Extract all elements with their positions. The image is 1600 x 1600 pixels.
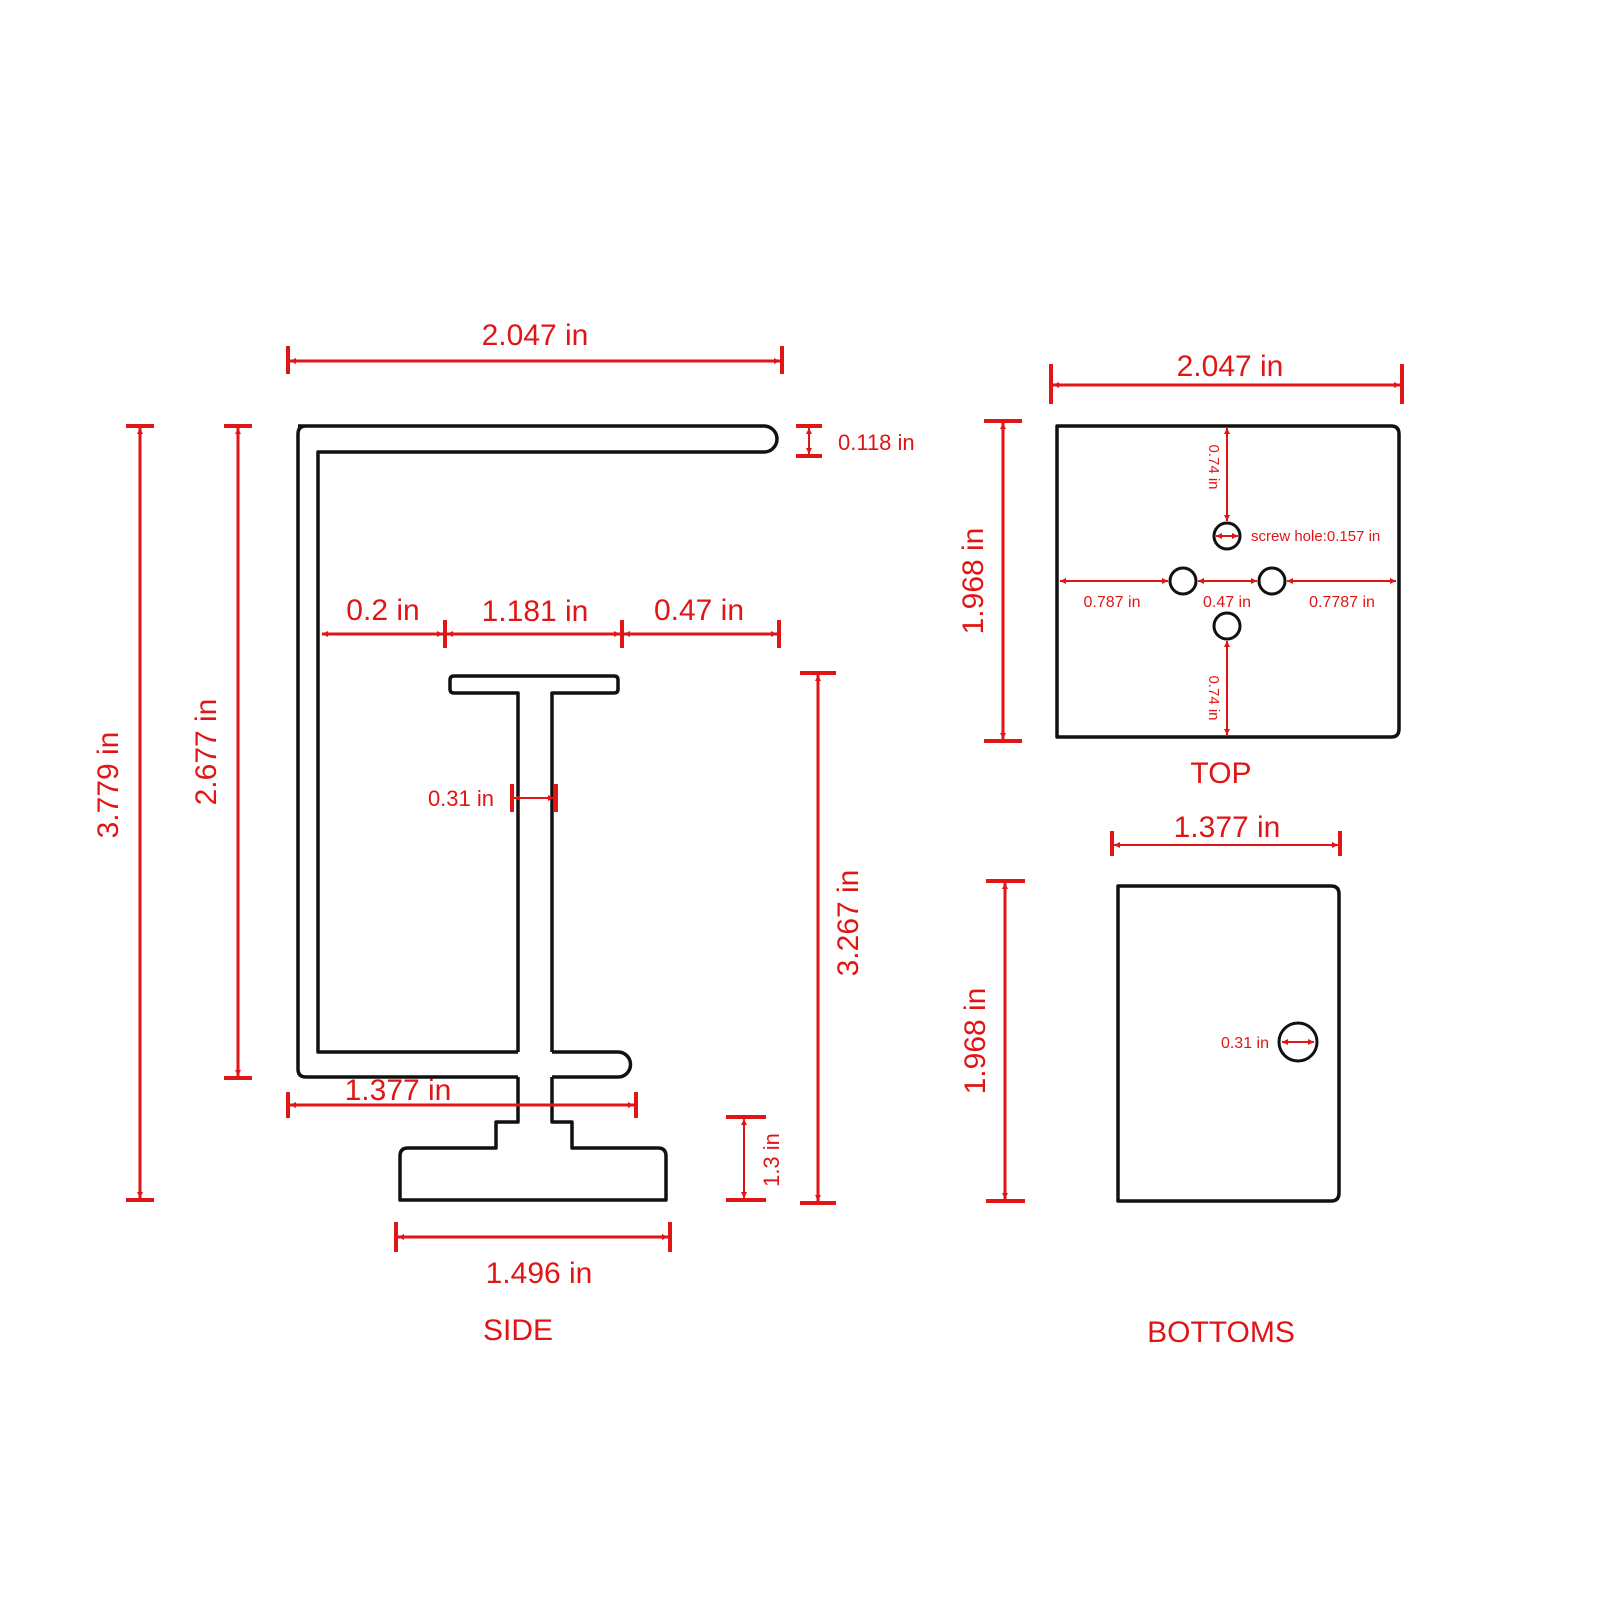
top-height-label: 1.968 in — [957, 528, 990, 635]
top-plate-outline — [1055, 424, 1401, 739]
side-overall-width-label: 2.047 in — [482, 319, 589, 352]
side-overall-height-label: 3.779 in — [92, 732, 125, 839]
top-width-label: 2.047 in — [1177, 350, 1284, 383]
top-screw-hole-right — [1257, 566, 1287, 596]
top-hole-spacing-label: 0.47 in — [1203, 594, 1251, 611]
bottom-plate-outline — [1116, 884, 1341, 1203]
side-post — [448, 674, 620, 1052]
side-c-frame — [296, 424, 779, 1079]
side-foot — [398, 1077, 668, 1202]
side-post-thickness-label: 0.31 in — [428, 786, 494, 811]
side-gap-left-label: 0.2 in — [346, 594, 419, 627]
top-screw-hole-top — [1212, 521, 1242, 551]
top-right-offset-label: 0.7787 in — [1309, 594, 1375, 611]
top-left-offset-label: 0.787 in — [1084, 594, 1141, 611]
bottom-width-label: 1.377 in — [1174, 811, 1281, 844]
top-screw-hole-bottom — [1212, 611, 1242, 641]
top-screw-hole-label: screw hole:0.157 in — [1251, 528, 1380, 545]
side-foot-height-label: 1.3 in — [759, 1133, 784, 1187]
side-lower-arm-width-label: 1.377 in — [345, 1074, 452, 1107]
bottoms-view-title: BOTTOMS — [1147, 1316, 1295, 1349]
bottom-hole — [1277, 1021, 1319, 1063]
side-base-width-label: 1.496 in — [486, 1257, 593, 1290]
top-hole-bottom-offset-label: 0.74 in — [1205, 675, 1222, 720]
top-view: 2.047 in 1.968 in 0.74 in screw hole:0.1… — [957, 350, 1404, 790]
side-post-height-label: 3.267 in — [832, 870, 865, 977]
side-top-thickness-label: 0.118 in — [838, 430, 915, 455]
bottoms-view: 0.31 in 1.377 in 1.968 in BOTTOMS — [959, 811, 1342, 1349]
side-view: 2.047 in 0.118 in 3.779 in 2.677 in 0.2 … — [92, 319, 915, 1347]
side-post-cap-width-label: 1.181 in — [482, 595, 589, 628]
side-inner-height-label: 2.677 in — [190, 699, 223, 806]
bottom-height-label: 1.968 in — [959, 988, 992, 1095]
side-gap-right-label: 0.47 in — [654, 594, 744, 627]
top-hole-top-offset-label: 0.74 in — [1205, 444, 1222, 489]
side-view-title: SIDE — [483, 1314, 553, 1347]
top-view-title: TOP — [1190, 757, 1251, 790]
top-screw-hole-left — [1168, 566, 1198, 596]
bottom-hole-label: 0.31 in — [1221, 1035, 1269, 1052]
